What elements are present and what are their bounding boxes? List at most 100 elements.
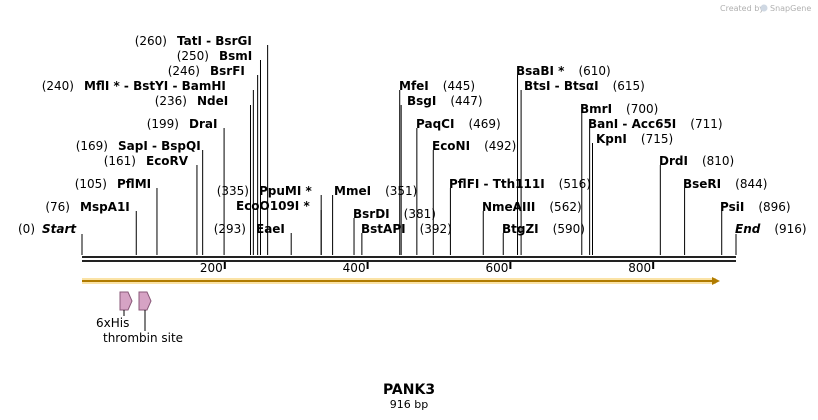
cut-site-psii[interactable]: (896) PsiI [720,200,791,214]
site-position: (615) [613,79,645,93]
site-name: BsrFI [210,64,245,78]
site-name: BsmI [219,49,252,63]
cut-site-eaei[interactable]: (293) EaeI [214,222,285,236]
cut-site-bsrfi[interactable]: (246) BsrFI [168,64,245,78]
cut-site-leaders [81,45,737,255]
site-name: NdeI [197,94,228,108]
cut-site-nmeaiii[interactable]: (562) NmeAIII [482,200,582,214]
cut-site-bseri[interactable]: (844) BseRI [683,177,767,191]
site-position: (105) [75,177,107,191]
orf-arrow[interactable] [82,277,720,285]
cut-site-ecoo109i[interactable]: EcoO109I * [236,199,310,213]
cut-site-pflfi[interactable]: (516)PflFI - Tth111I [449,177,591,191]
site-position: (335) [217,184,249,198]
cut-site-end[interactable]: (916)End [735,222,807,236]
bottom-strand [82,260,736,262]
site-position: (161) [104,154,136,168]
site-position: (445) [443,79,475,93]
site-name: NmeAIII [482,200,535,214]
site-position: (562) [549,200,581,214]
cut-site-drai[interactable]: (199)DraI [147,117,218,131]
site-name: PflMI [117,177,151,191]
cut-site-sapi[interactable]: (169)SapI - BspQI [76,139,201,153]
site-position: (250) [177,49,209,63]
site-position: (260) [135,34,167,48]
map-length: 916 bp [390,398,428,411]
site-name: BsrDI [353,207,390,221]
site-name: BtgZI [502,222,539,236]
cut-site-paqci[interactable]: (469)PaqCI [416,117,501,131]
feature-6xhis[interactable]: 6xHis [96,291,133,330]
site-name: PpuMI * [259,184,313,198]
site-name: MfeI [399,79,429,93]
ruler-tick-label: 600 [485,261,508,275]
site-position: (236) [155,94,187,108]
site-name: PaqCI [416,117,454,131]
site-name: KpnI [596,132,627,146]
feature-thrombin-site[interactable]: thrombin site [103,291,183,345]
site-position: (246) [168,64,200,78]
cut-site-btgzi[interactable]: (590)BtgZI [502,222,585,236]
cut-site-bsabi[interactable]: (610)BsaBI * [516,64,611,78]
site-position: (0) [18,222,35,236]
cut-site-bsrdi[interactable]: (381)BsrDI [353,207,436,221]
cut-site-bstapi[interactable]: (392) BstAPI [361,222,452,236]
cut-site-drdi[interactable]: (810)DrdI [659,154,734,168]
cut-site-ndei[interactable]: (236) NdeI [155,94,229,108]
site-name: EcoRV [146,154,189,168]
6xhis-label: 6xHis [96,316,129,330]
site-position: (392) [420,222,452,236]
cut-site-econi[interactable]: (492) EcoNI [432,139,516,153]
cut-site-bsgi[interactable]: (447) BsgI [407,94,483,108]
top-strand [82,256,736,258]
snapgene-logo-icon [760,4,768,12]
site-position: (351) [385,184,417,198]
site-name: End [735,222,761,236]
site-name: BsgI [407,94,436,108]
ruler-tick-label: 800 [628,261,651,275]
cut-site-start[interactable]: (0)Start [18,222,77,236]
site-position: (492) [484,139,516,153]
ruler-tick-label: 400 [343,261,366,275]
thrombin-arrow-icon [138,291,152,311]
sequence-backbone[interactable] [82,256,736,262]
cut-site-ecorv[interactable]: (161) EcoRV [104,154,189,168]
cut-site-btsi[interactable]: (615) BtsI - BtsαI [524,79,645,93]
site-name: PsiI [720,200,744,214]
cut-site-mmei[interactable]: (351)MmeI [334,184,417,198]
site-position: (293) [214,222,246,236]
cut-site-pflmi[interactable]: (105) PflMI [75,177,151,191]
cut-site-mfli[interactable]: (240)MflI * - BstYI - BamHI [42,79,226,93]
cut-site-bani[interactable]: (711)BanI - Acc65I [588,117,723,131]
site-name: BmrI [580,102,612,116]
credit-prefix: Created by [720,4,764,13]
site-position: (810) [702,154,734,168]
site-name: TatI - BsrGI [177,34,252,48]
cut-site-mfei[interactable]: (445) MfeI [399,79,475,93]
site-position: (76) [45,200,70,214]
site-position: (447) [450,94,482,108]
site-name: MflI * - BstYI - BamHI [84,79,226,93]
site-name: BtsI - BtsαI [524,79,599,93]
cut-site-mspa1i[interactable]: (76) MspA1I [45,200,129,214]
site-position: (715) [641,132,673,146]
site-name: BseRI [683,177,721,191]
cut-site-bsmi[interactable]: (250) BsmI [177,49,253,63]
site-name: EcoNI [432,139,470,153]
site-name: BstAPI [361,222,406,236]
cut-site-labels: (0)Start(76)MspA1I(105)PflMI(161)EcoRV(1… [18,34,807,236]
site-name: MspA1I [80,200,130,214]
cut-site-kpni[interactable]: (715) KpnI [596,132,673,146]
site-position: (711) [690,117,722,131]
snapgene-credit: Created by SnapGene [720,4,811,13]
orf-arrowhead-icon [712,277,720,285]
site-position: (516) [559,177,591,191]
site-position: (896) [758,200,790,214]
cut-site-bmri[interactable]: (700)BmrI [580,102,658,116]
cut-site-tati[interactable]: (260) TatI - BsrGI [135,34,252,48]
cut-site-ppumi[interactable]: (335) PpuMI * [217,184,313,198]
site-position: (844) [735,177,767,191]
site-name: EaeI [256,222,285,236]
